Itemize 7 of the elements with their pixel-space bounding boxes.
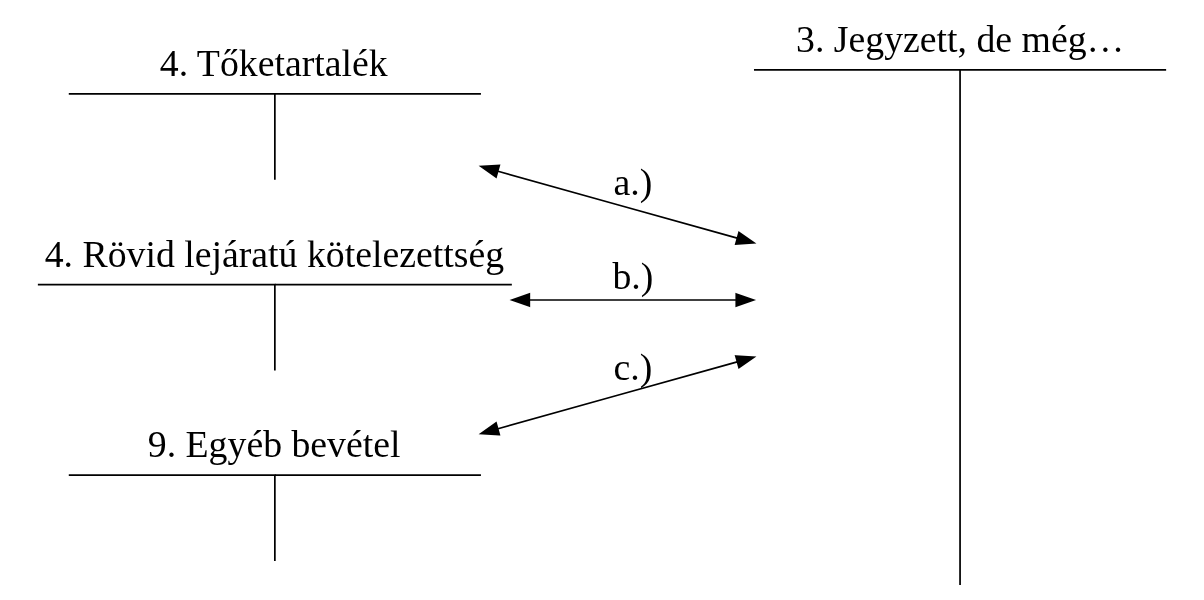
node-text: 4. Rövid lejáratú kötelezettség [44,232,505,275]
edge-label: c.) [613,346,653,389]
node-text: 3. Jegyzett, de még… [796,18,1125,61]
node-text: 4. Tőketartalék [159,42,388,85]
edge-label: b.) [612,255,654,298]
node-text: 9. Egyéb bevétel [147,423,401,466]
edge-label: a.) [613,160,653,203]
